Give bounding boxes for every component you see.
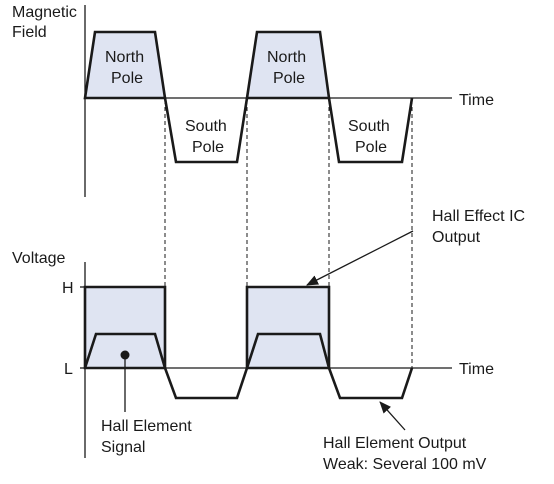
element-output-callout-arrow [379,401,406,431]
north-pole-2-label-line1: North [267,49,306,66]
level-l-label: L [64,361,73,378]
south-pole-1-label-line2: Pole [192,139,224,156]
north-pole-1-label-line2: Pole [111,70,143,87]
ic-output-pulse-1 [83,285,167,370]
ic-output-label-line2: Output [432,229,481,246]
south-pole-trough-1 [163,97,249,164]
magnetic-field-label-line2: Field [12,24,47,41]
level-h-label: H [62,280,74,297]
element-signal-label-line1: Hall Element [101,418,192,435]
north-pole-2-label-line2: Pole [273,70,305,87]
north-pole-pulse-1 [83,30,167,100]
south-pole-2-label-line2: Pole [355,139,387,156]
voltage-label: Voltage [12,250,65,267]
ic-output-callout-arrow [306,230,414,286]
south-pole-trough-2 [327,97,414,164]
hall-element-output-waveform [83,332,414,400]
element-signal-label-line2: Signal [101,439,145,456]
south-pole-1-label-line1: South [185,118,227,135]
magnetic-field-label-line1: Magnetic [12,4,77,21]
time-label-top: Time [459,92,494,109]
element-output-label-line1: Hall Element Output [323,435,467,452]
ic-output-pulse-2 [245,285,331,370]
element-output-label-line2: Weak: Several 100 mV [323,456,487,473]
ic-output-label-line1: Hall Effect IC [432,208,525,225]
time-label-bottom: Time [459,361,494,378]
north-pole-pulse-2 [245,30,331,100]
north-pole-1-label-line1: North [105,49,144,66]
south-pole-2-label-line1: South [348,118,390,135]
